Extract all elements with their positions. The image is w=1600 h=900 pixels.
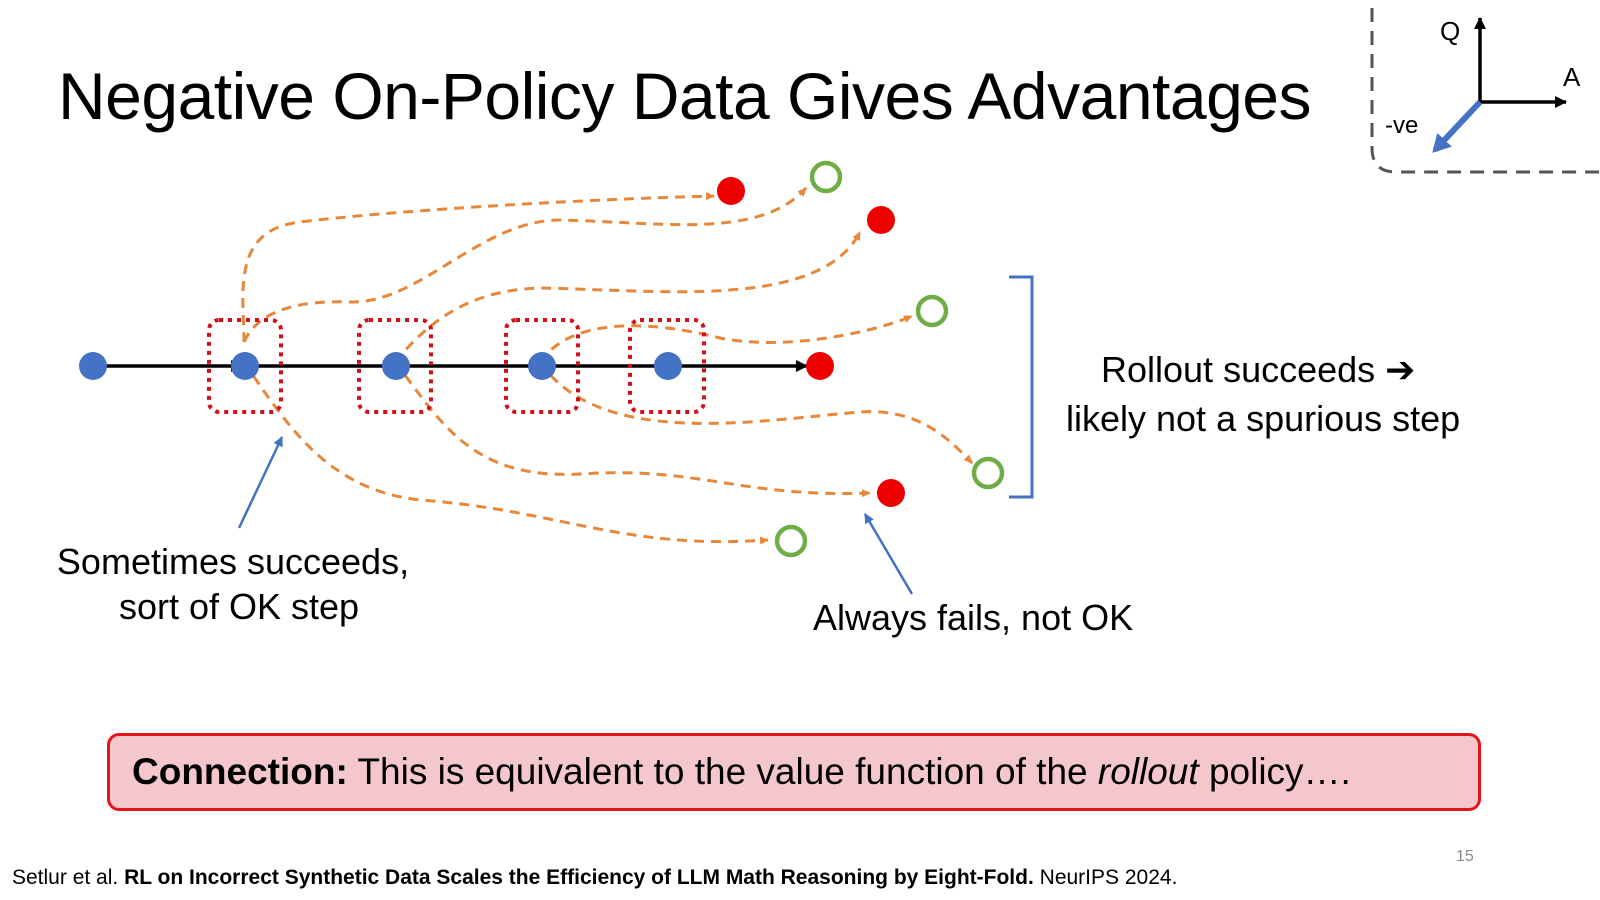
rollout-path: [538, 314, 913, 363]
q-axis-label: Q: [1440, 16, 1460, 46]
success-node: [915, 294, 949, 328]
failure-node: [867, 206, 895, 234]
sometimes-pointer-arrow: [237, 436, 284, 529]
negative-axis-arrow: [1432, 99, 1483, 153]
always-fails-label: Always fails, not OK: [813, 597, 1133, 638]
citation: Setlur et al. RL on Incorrect Synthetic …: [12, 866, 1177, 890]
rollout-path: [241, 192, 715, 343]
rollout-path: [242, 187, 808, 343]
a-axis-label: A: [1563, 62, 1581, 92]
success-node: [774, 524, 808, 558]
not-spurious-label: likely not a spurious step: [1066, 398, 1460, 439]
axes-inset: Q A -ve: [1370, 8, 1600, 174]
rollout-path: [393, 361, 871, 498]
success-node: [809, 160, 843, 194]
connection-text-post: policy….: [1198, 751, 1351, 792]
success-bracket: [1009, 275, 1034, 499]
slide-title: Negative On-Policy Data Gives Advantages: [58, 59, 1311, 133]
success-outcomes: [774, 160, 1005, 558]
connection-text-pre: This is equivalent to the value function…: [347, 751, 1098, 792]
state-node: [528, 352, 556, 380]
step-box: [357, 318, 433, 414]
rollout-path: [393, 231, 862, 363]
page-number: 15: [1456, 848, 1474, 865]
step-boxes: [207, 318, 706, 414]
state-node: [231, 352, 259, 380]
start-state-node: [79, 352, 107, 380]
ok-step-label: sort of OK step: [119, 586, 359, 627]
failure-node: [877, 479, 905, 507]
inset-dashed-border: [1370, 8, 1600, 174]
connection-heading: Connection:: [132, 751, 348, 792]
rollout-path: [538, 361, 974, 465]
citation-paper-title: RL on Incorrect Synthetic Data Scales th…: [124, 866, 1034, 889]
negative-axis-label: -ve: [1385, 112, 1418, 139]
connection-callout: Connection: This is equivalent to the va…: [107, 733, 1481, 811]
state-nodes: [79, 352, 682, 380]
always-fails-pointer-arrow: [863, 513, 914, 595]
citation-authors: Setlur et al.: [12, 866, 125, 889]
rollout-paths: [241, 187, 974, 545]
failure-node: [717, 177, 745, 205]
state-node: [654, 352, 682, 380]
success-node: [971, 456, 1005, 490]
state-node: [382, 352, 410, 380]
failure-outcomes: [717, 177, 905, 507]
step-box: [628, 318, 706, 414]
rollout-succeeds-label: Rollout succeeds ➔: [1101, 349, 1415, 390]
failure-node: [806, 352, 834, 380]
citation-venue: NeurIPS 2024.: [1033, 866, 1178, 889]
step-box: [207, 318, 283, 414]
rollout-path: [242, 361, 769, 545]
connection-text-italic: rollout: [1097, 751, 1199, 792]
sometimes-succeeds-label: Sometimes succeeds,: [57, 541, 409, 582]
step-box: [504, 318, 580, 414]
